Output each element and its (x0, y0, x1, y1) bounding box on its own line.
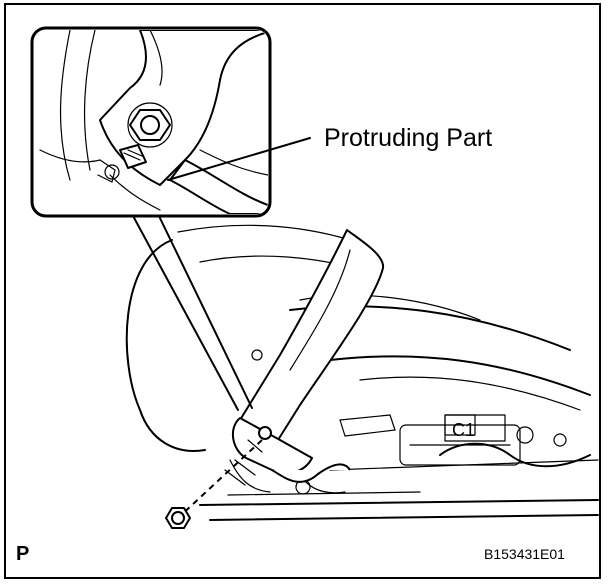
connector-marking: C1 (452, 420, 475, 440)
seat-rail (199, 499, 599, 506)
removed-nut (165, 439, 263, 529)
callout-label: Protruding Part (324, 124, 492, 152)
removal-direction-line (177, 439, 263, 519)
seat-assembly: C1 (125, 224, 599, 521)
detail-inset (30, 26, 272, 411)
inset-leader-left (131, 213, 239, 411)
page-label: P (16, 543, 29, 565)
figure-code: B153431E01 (484, 546, 565, 562)
callout-leader (167, 137, 311, 181)
connector-marking-box (444, 414, 506, 442)
wrench-tool (231, 229, 385, 483)
seat-cushion (125, 239, 206, 452)
inset-leader-right (157, 213, 253, 409)
